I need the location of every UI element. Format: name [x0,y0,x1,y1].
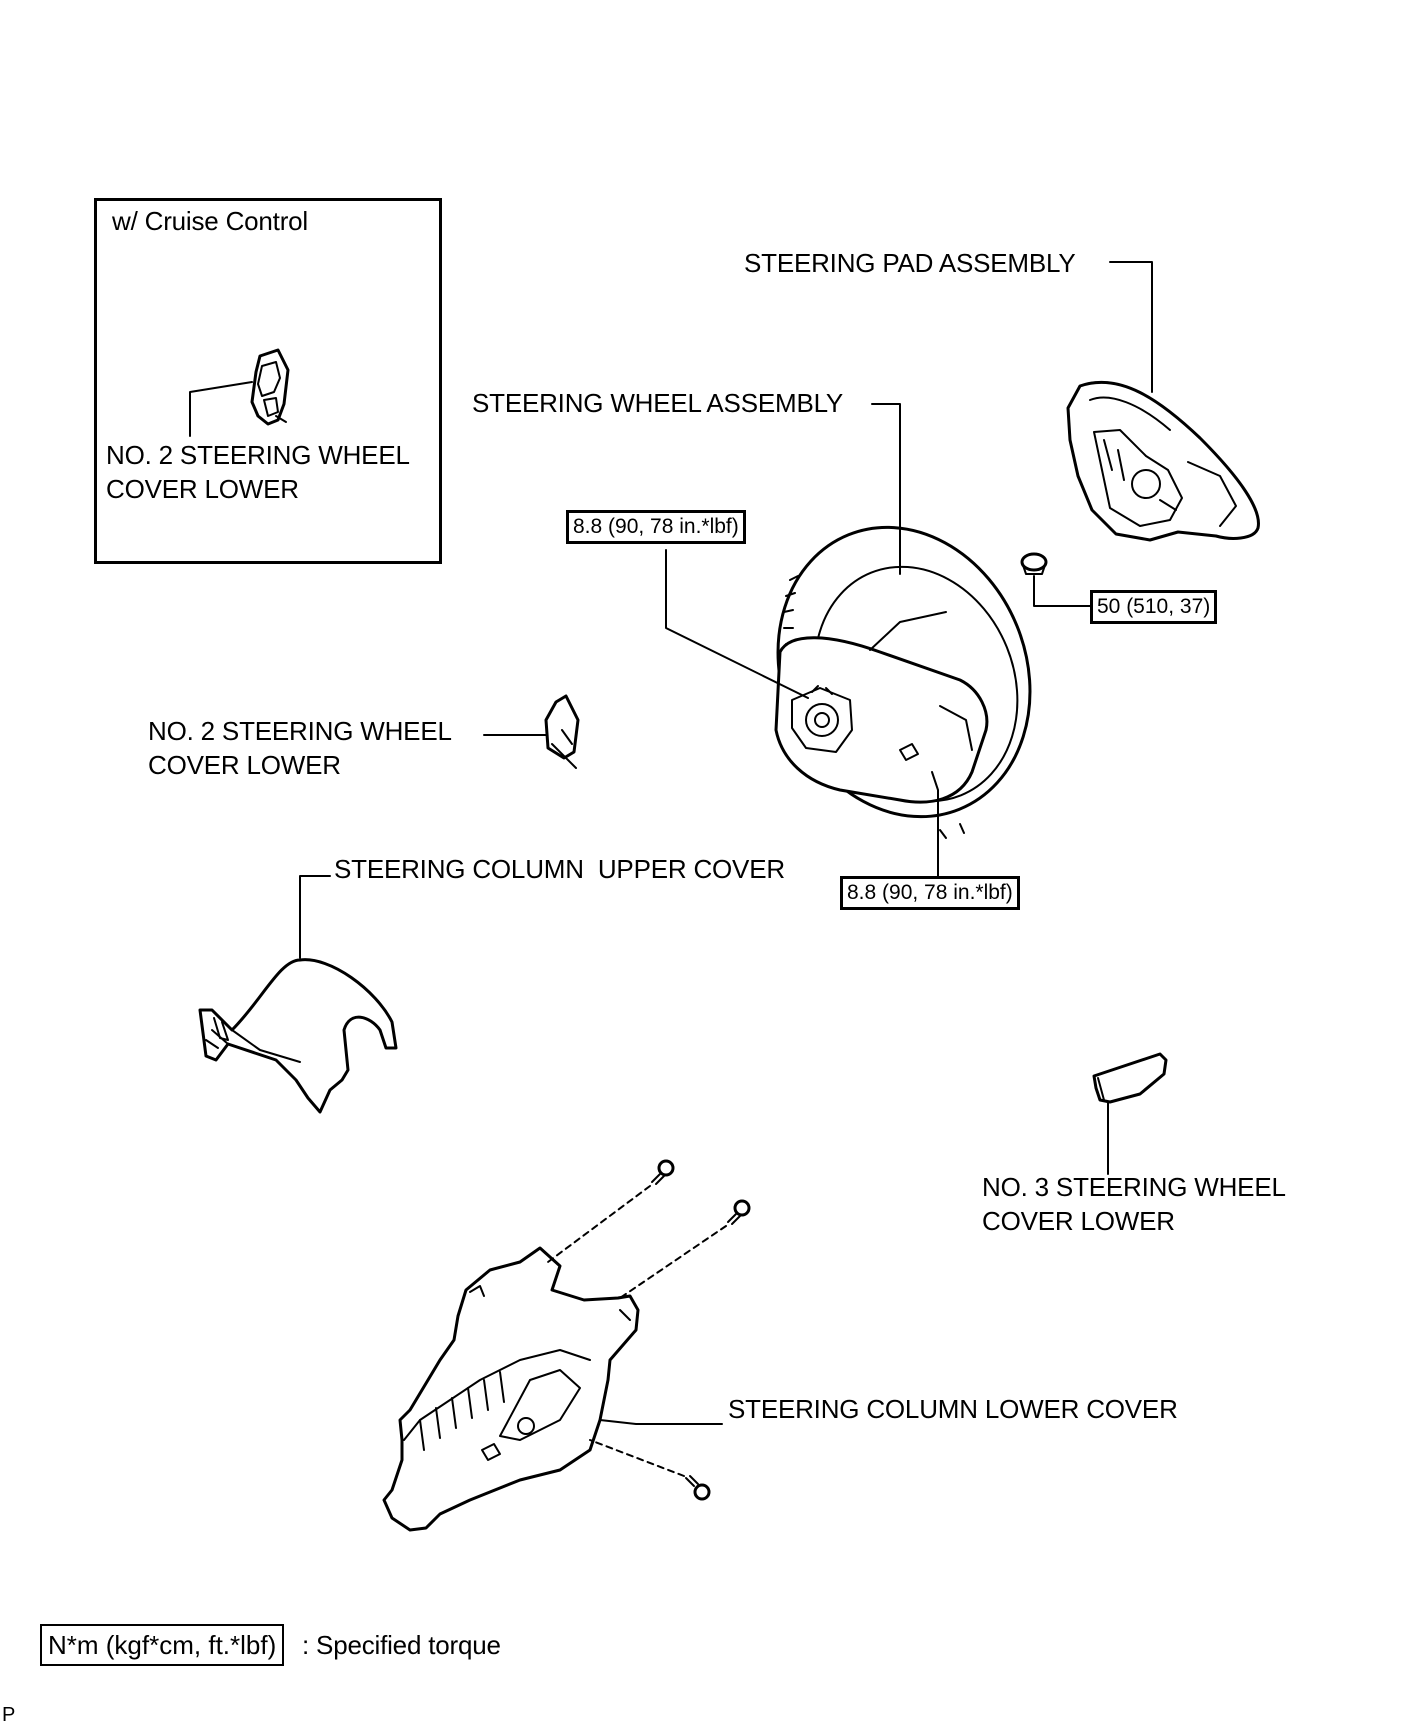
lower-cover-drawing [382,1246,640,1532]
steering-nut [1020,552,1048,575]
torque-box-nut: 50 (510, 37) [1090,590,1218,624]
label-steering-pad-assembly: STEERING PAD ASSEMBLY [744,248,1076,278]
label-lower-cover: STEERING COLUMN LOWER COVER [728,1394,1178,1424]
inset-part-label-line2: COVER LOWER [106,474,299,504]
label-steering-wheel-assembly: STEERING WHEEL ASSEMBLY [472,388,844,418]
torque-lower-leader [931,771,939,889]
lower-cover-leader [599,1419,723,1425]
upper-cover-leader [299,875,331,959]
nut-leader [1033,575,1095,607]
inset-title: w/ Cruise Control [112,206,308,236]
inset-leader [189,381,253,437]
label-no2-cover-left-line1: NO. 2 STEERING WHEEL [148,716,452,746]
screw-upper-left [651,1159,675,1185]
no3-cover-drawing [1092,1052,1168,1104]
label-no3-cover-line2: COVER LOWER [982,1206,1175,1236]
steering-pad-drawing [1066,380,1260,542]
torque-upper-leader [665,549,809,699]
screw-bottom [685,1475,711,1501]
screws [651,1159,751,1501]
corner-mark: P [2,1704,16,1726]
no2-cover-left-drawing [544,694,580,769]
inset-switch-part [250,348,290,426]
legend-torque-box: N*m (kgf*cm, ft.*lbf) [40,1624,285,1666]
label-no3-cover-line1: NO. 3 STEERING WHEEL [982,1172,1286,1202]
inset-box [94,198,442,564]
label-upper-cover: STEERING COLUMN UPPER COVER [334,854,785,884]
torque-box-upper: 8.8 (90, 78 in.*lbf) [566,510,746,544]
label-no2-cover-left-line2: COVER LOWER [148,750,341,780]
dashed-guides [547,1185,727,1477]
torque-box-lower: 8.8 (90, 78 in.*lbf) [840,876,1020,910]
screw-upper-right [727,1199,751,1225]
legend-text: : Specified torque [302,1630,501,1660]
inset-part-label-line1: NO. 2 STEERING WHEEL [106,440,410,470]
upper-cover-drawing [198,958,398,1114]
steering-wheel-drawing [774,525,1032,839]
wheel-leader [871,403,901,575]
pad-leader [1109,261,1153,393]
